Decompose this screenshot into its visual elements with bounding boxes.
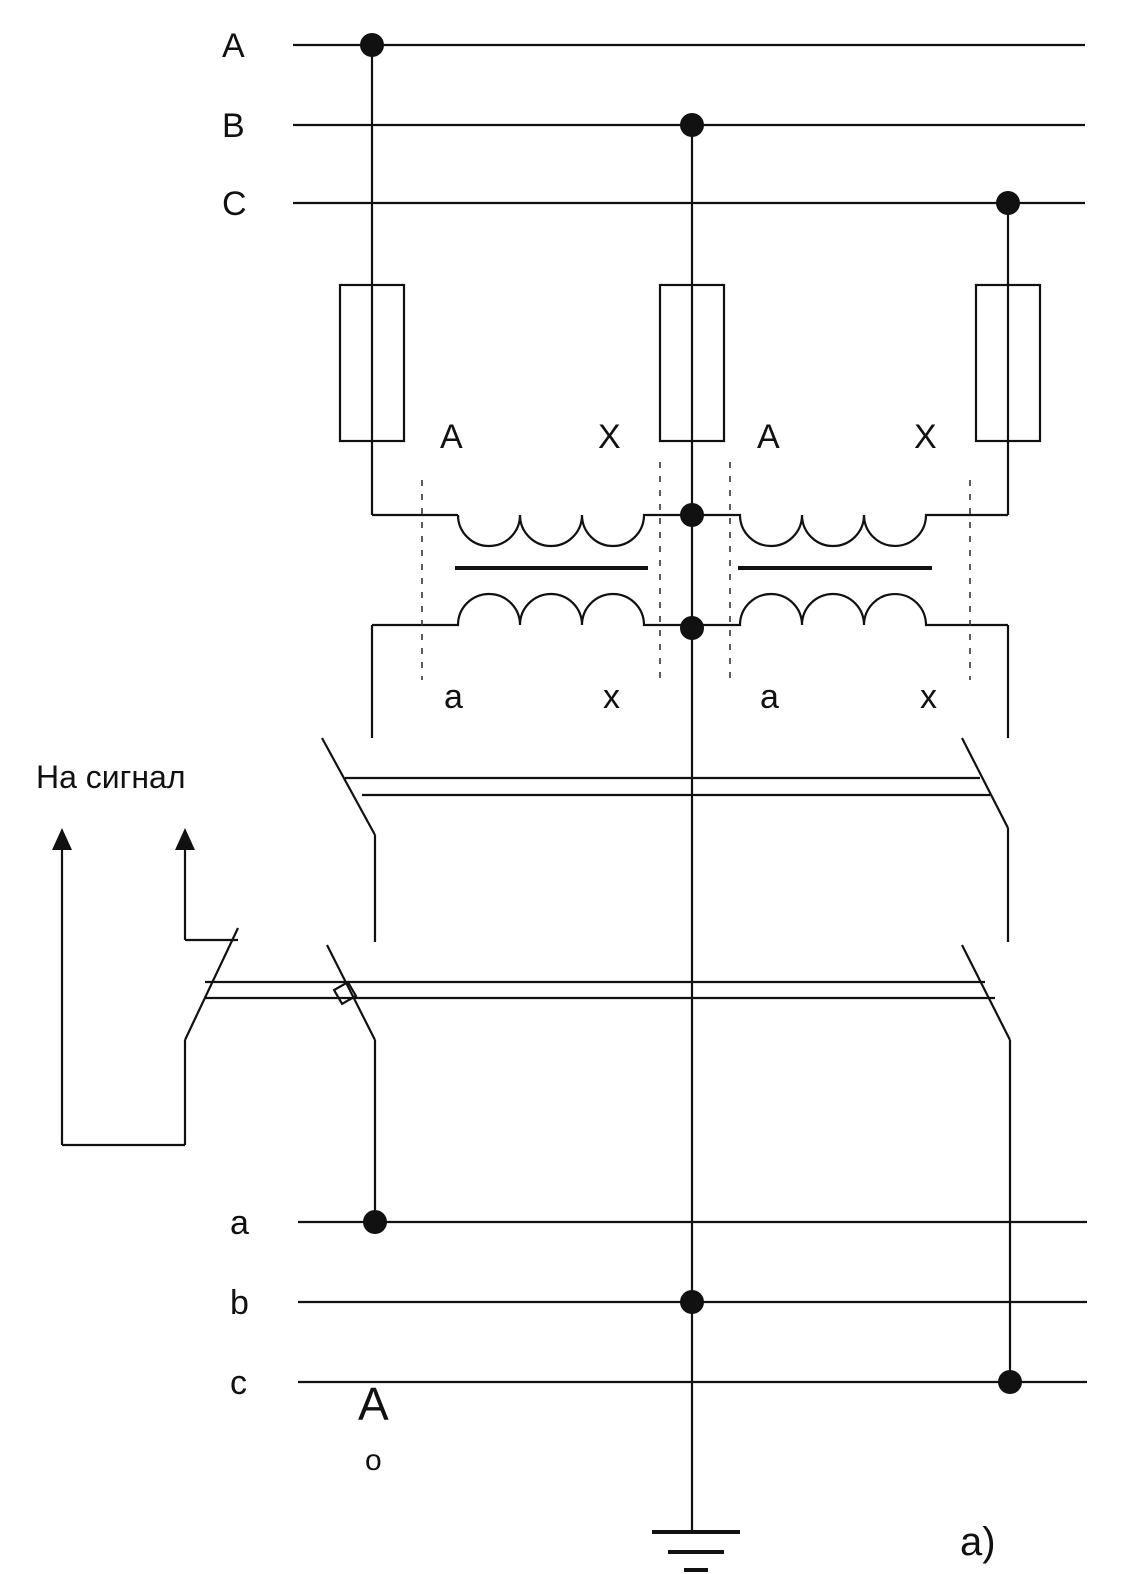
signal-arrow-right-icon bbox=[175, 828, 195, 850]
breaker-blade-c bbox=[961, 944, 1011, 1041]
bus-label-b: b bbox=[230, 1284, 249, 1322]
aux-contact-blade bbox=[184, 927, 239, 1041]
bus-label-B: B bbox=[222, 107, 245, 145]
junction-b bbox=[680, 1290, 704, 1314]
disconnector bbox=[321, 737, 1010, 942]
t1-secondary-start-label: a bbox=[444, 678, 463, 716]
t1-primary-end-label: X bbox=[598, 418, 621, 456]
bus-label-a: a bbox=[230, 1204, 249, 1242]
bus-label-A: A bbox=[222, 27, 245, 65]
t1-secondary-end-label: x bbox=[603, 678, 620, 716]
signal-label: На сигнал bbox=[36, 759, 185, 795]
fuse-B bbox=[658, 283, 726, 443]
t2-primary-end-label: X bbox=[914, 418, 937, 456]
t2-primary-start-label: A bbox=[757, 418, 780, 456]
junction-B bbox=[680, 113, 704, 137]
signal-arrow-left-icon bbox=[52, 828, 72, 850]
bus-label-C: C bbox=[222, 185, 247, 223]
t1-secondary-winding bbox=[372, 592, 692, 627]
junction-secondary-neutral bbox=[680, 616, 704, 640]
figure-label: а) bbox=[960, 1520, 996, 1564]
junction-a bbox=[363, 1210, 387, 1234]
circuit-breaker: На сигнал bbox=[36, 759, 1012, 1382]
breaker-blade-a bbox=[326, 944, 376, 1041]
fuse-C bbox=[974, 283, 1042, 443]
breaker-latch bbox=[332, 980, 358, 1006]
t2-secondary-start-label: a bbox=[760, 678, 779, 716]
disconnector-blade-c bbox=[961, 737, 1009, 829]
fuse-A bbox=[338, 283, 406, 443]
breaker-mark-subscript: o bbox=[365, 1444, 382, 1477]
t2-secondary-end-label: x bbox=[920, 678, 937, 716]
transformer-2: A X a x bbox=[692, 418, 1008, 716]
secondary-bus: a b c bbox=[230, 1204, 1087, 1402]
disconnector-blade-a bbox=[321, 737, 376, 836]
ground-icon bbox=[652, 1530, 740, 1572]
secondary-outlets bbox=[370, 625, 1010, 738]
breaker-mark: A o bbox=[358, 1378, 389, 1477]
transformer-1: A X a x bbox=[372, 418, 692, 716]
breaker-mark-letter: A bbox=[358, 1378, 389, 1430]
t1-primary-winding bbox=[456, 513, 692, 548]
t1-primary-start-label: A bbox=[440, 418, 463, 456]
fuses bbox=[338, 283, 1042, 443]
junction-primary-neutral bbox=[680, 503, 704, 527]
t2-secondary-winding bbox=[692, 592, 1008, 627]
junctions bbox=[360, 33, 1022, 1394]
junction-c bbox=[998, 1370, 1022, 1394]
junction-A bbox=[360, 33, 384, 57]
t2-primary-winding bbox=[692, 513, 940, 548]
junction-C bbox=[996, 191, 1020, 215]
bus-label-c: c bbox=[230, 1364, 247, 1402]
primary-bus: A B C bbox=[222, 27, 1085, 223]
